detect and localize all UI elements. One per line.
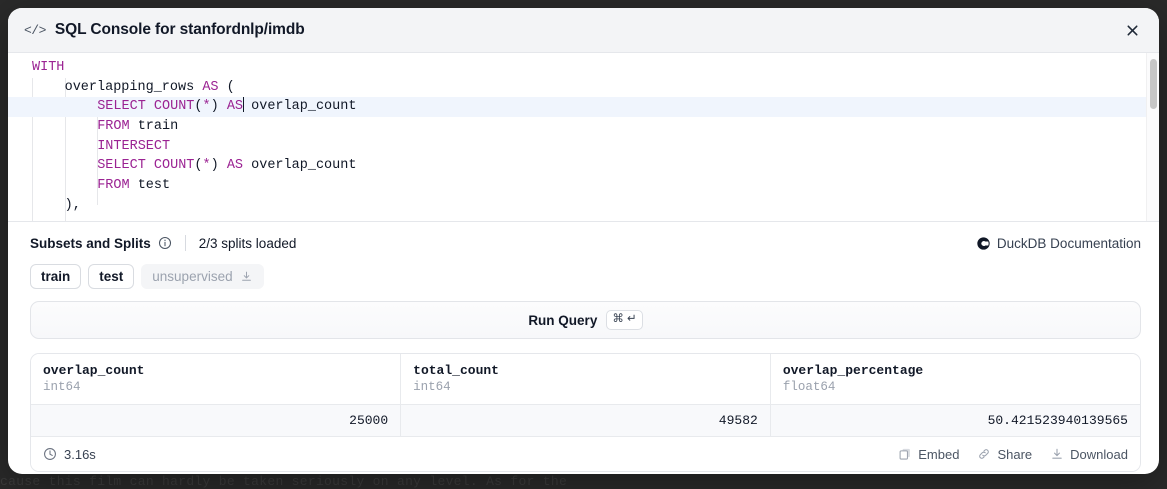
column-type: int64 — [43, 380, 81, 394]
run-query-shortcut: ⌘ ↵ — [606, 310, 643, 330]
column-type: float64 — [782, 380, 836, 394]
background-text-line: cause this film can hardly be taken seri… — [0, 474, 568, 489]
download-icon[interactable] — [240, 270, 253, 283]
editor-scrollbar[interactable] — [1146, 53, 1159, 221]
run-query-button[interactable]: Run Query ⌘ ↵ — [30, 301, 1141, 339]
duckdb-documentation-label: DuckDB Documentation — [996, 235, 1141, 251]
sql-code-line: ), — [64, 197, 81, 213]
divider — [184, 235, 186, 251]
split-pill-label: train — [41, 269, 71, 284]
action-label: Embed — [918, 446, 960, 462]
table-column-header[interactable]: overlap_count int64 — [31, 354, 402, 405]
splits-header-row: Subsets and Splits 2/3 splits loaded — [30, 233, 1141, 253]
duckdb-documentation-link[interactable]: DuckDB Documentation — [977, 236, 1141, 251]
query-time: 3.16s — [43, 447, 96, 462]
split-pill-label: unsupervised — [152, 269, 233, 284]
download-icon — [1050, 447, 1064, 461]
action-label: Share — [997, 446, 1033, 462]
column-name: overlap_count — [43, 363, 145, 378]
subsets-and-splits-section: Subsets and Splits 2/3 splits loaded — [8, 222, 1159, 289]
link-icon — [977, 447, 991, 461]
table-cell: 49582 — [400, 404, 771, 436]
split-pills: train test unsupervised — [30, 264, 1141, 289]
table-cell: 25000 — [31, 404, 402, 436]
column-name: total_count — [413, 363, 499, 378]
share-button[interactable]: Share — [977, 447, 1032, 462]
split-pill-test[interactable]: test — [88, 264, 135, 289]
sql-code-line: INTERSECT — [97, 138, 171, 154]
column-name: overlap_percentage — [782, 363, 924, 378]
background-page-text: cause this film can hardly be taken seri… — [0, 474, 1167, 489]
split-pill-unsupervised[interactable]: unsupervised — [141, 264, 264, 289]
sql-code-line: FROM test — [97, 178, 171, 194]
clock-icon — [43, 447, 57, 461]
close-icon[interactable] — [1119, 17, 1145, 43]
modal-header: </> SQL Console for stanfordnlp/imdb — [8, 8, 1159, 53]
column-type: int64 — [413, 380, 451, 394]
sql-code-lines: WITH overlapping_rows AS ( SELECT COUNT(*)… — [8, 58, 1146, 216]
duckdb-logo-icon — [977, 236, 990, 250]
embed-button[interactable]: Embed — [898, 447, 959, 462]
sql-code-line: FROM train — [97, 119, 179, 135]
sql-code-line: SELECT COUNT(*) AS overlap_count — [97, 158, 357, 174]
page-title: SQL Console for stanfordnlp/imdb — [54, 21, 305, 38]
sql-code-line: WITH — [32, 60, 65, 75]
action-label: Download — [1070, 446, 1128, 462]
download-button[interactable]: Download — [1050, 447, 1128, 462]
editor-scrollbar-thumb[interactable] — [1150, 59, 1157, 109]
table-cell: 50.421523940139565 — [770, 404, 1140, 436]
sql-code-line: SELECT COUNT(*) AS overlap_count — [8, 97, 1146, 118]
table-column-header[interactable]: overlap_percentage float64 — [770, 354, 1140, 405]
split-pill-label: test — [99, 269, 124, 284]
copy-icon — [898, 447, 912, 461]
sql-editor[interactable]: WITH overlapping_rows AS ( SELECT COUNT(*)… — [8, 53, 1159, 222]
run-query-section: Run Query ⌘ ↵ — [8, 289, 1159, 339]
run-query-label: Run Query — [528, 312, 598, 328]
query-time-label: 3.16s — [64, 446, 96, 462]
splits-title: Subsets and Splits — [30, 235, 151, 251]
split-pill-train[interactable]: train — [30, 264, 82, 289]
sql-console-modal: </> SQL Console for stanfordnlp/imdb WIT… — [8, 8, 1159, 474]
splits-loaded-status: 2/3 splits loaded — [198, 235, 297, 251]
info-icon[interactable] — [158, 236, 172, 250]
results-actions: Embed Share Download — [898, 447, 1128, 462]
sql-editor-content[interactable]: WITH overlapping_rows AS ( SELECT COUNT(*)… — [8, 53, 1146, 221]
results-footer: 3.16s Embed Share Download — [31, 436, 1140, 471]
table-column-header[interactable]: total_count int64 — [400, 354, 771, 405]
code-icon: </> — [24, 22, 46, 38]
sql-code-line: overlapping_rows AS ( — [64, 79, 235, 95]
